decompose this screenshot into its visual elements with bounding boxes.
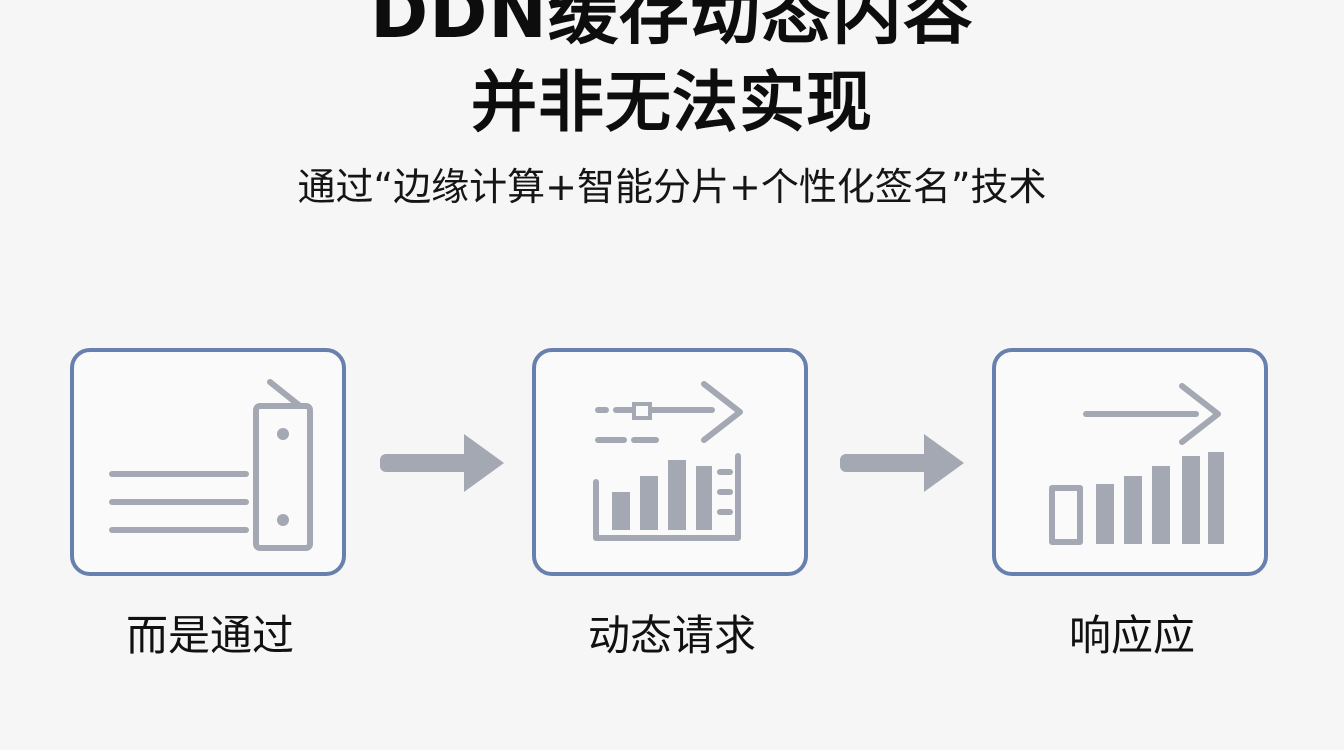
step-label-1: 而是通过	[125, 611, 294, 660]
step-label-2: 动态请求	[587, 611, 756, 660]
step-box-3	[992, 348, 1268, 576]
flow-arrow-1	[380, 434, 504, 492]
flow-arrow-2	[840, 434, 964, 492]
dynamic-request-chart-icon	[593, 381, 743, 541]
server-lines-icon	[109, 379, 313, 551]
step-label-3: 响应应	[1068, 611, 1195, 660]
response-bar-chart-icon	[1049, 383, 1224, 545]
subtitle: 通过“边缘计算+智能分片+个性化签名”技术	[297, 165, 1047, 209]
title-line-2: 并非无法实现	[471, 64, 873, 141]
title-line-1: DDN缓存动态内容	[370, 0, 974, 54]
step-box-1	[70, 348, 346, 576]
step-box-2	[532, 348, 808, 576]
